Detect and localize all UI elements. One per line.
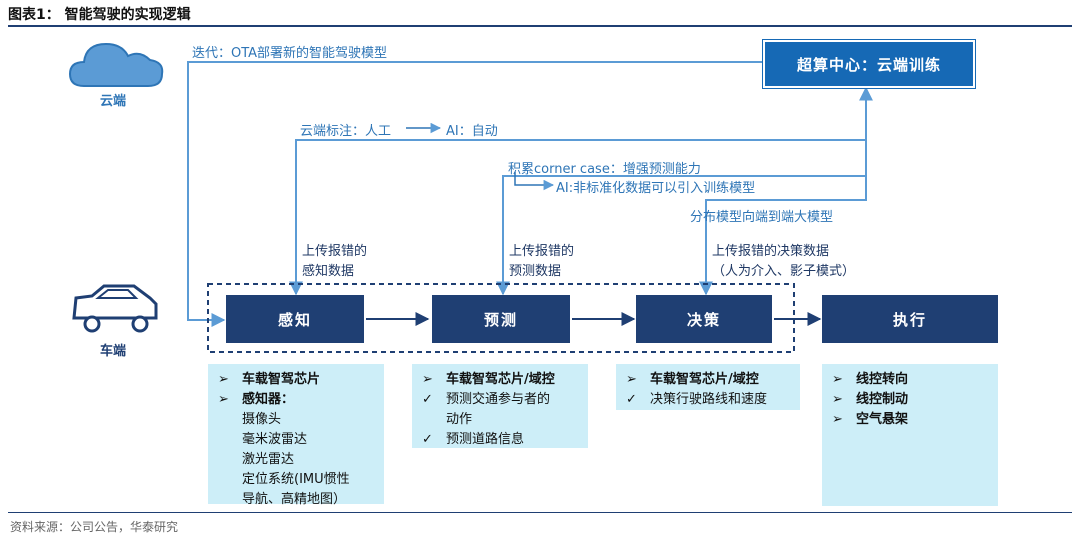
upload-prediction-label: 上传报错的 预测数据 <box>509 244 575 279</box>
top-rule <box>8 25 1072 27</box>
end-to-end-label: 分布模型向端到端大模型 <box>690 210 834 225</box>
car-icon <box>72 284 158 333</box>
cloud-side-label: 云端 <box>100 94 127 109</box>
supercomputing-center-box: 超算中心：云端训练 <box>762 39 976 89</box>
annotation-ai-label: AI：自动 <box>446 124 498 139</box>
car-side-label: 车端 <box>100 344 127 359</box>
vehicle-boundary <box>207 283 795 353</box>
nonstandard-data-label: AI:非标准化数据可以引入训练模型 <box>556 181 756 196</box>
prediction-panel: ➢车载智驾芯片/域控 ✓预测交通参与者的 动作 ✓预测道路信息 <box>412 364 588 448</box>
ota-label: 迭代：OTA部署新的智能驾驶模型 <box>192 46 388 61</box>
corner-case-label: 积累corner case：增强预测能力 <box>508 162 701 177</box>
prediction-box: 预测 <box>432 295 570 343</box>
cloud-icon <box>68 42 164 87</box>
decision-panel: ➢车载智驾芯片/域控 ✓决策行驶路线和速度 <box>616 364 800 410</box>
execution-panel: ➢线控转向 ➢线控制动 ➢空气悬架 <box>822 364 998 506</box>
execution-box: 执行 <box>822 295 998 343</box>
perception-box: 感知 <box>226 295 364 343</box>
source-note: 资料来源：公司公告，华泰研究 <box>10 520 179 534</box>
feedback-to-cloud-arrows <box>289 86 873 296</box>
decision-box: 决策 <box>636 295 772 343</box>
figure-title: 图表1： 智能驾驶的实现逻辑 <box>8 7 191 23</box>
bottom-rule <box>8 512 1072 513</box>
annotation-manual-label: 云端标注：人工 <box>300 124 392 139</box>
upload-decision-label: 上传报错的决策数据 （人为介入、影子模式） <box>712 244 856 279</box>
upload-perception-label: 上传报错的 感知数据 <box>302 244 368 279</box>
perception-panel: ➢车载智驾芯片 ➢感知器： 摄像头 毫米波雷达 激光雷达 定位系统(IMU惯性 … <box>208 364 384 507</box>
ota-iteration-arrow <box>187 61 763 327</box>
